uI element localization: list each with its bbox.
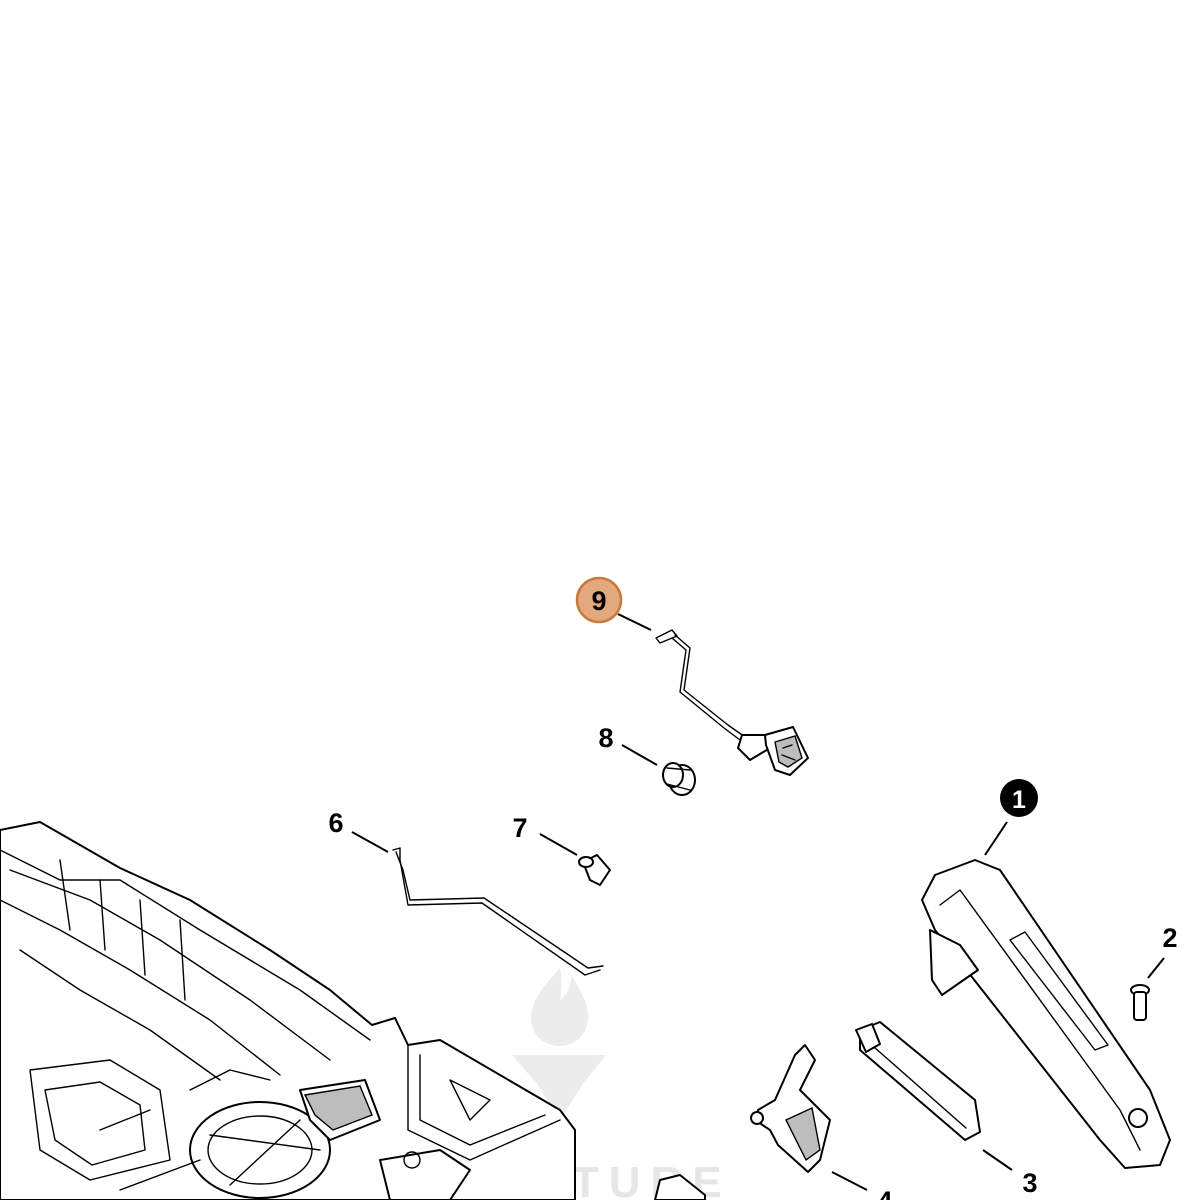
leader-line-6 bbox=[351, 831, 389, 853]
watermark-flame-icon bbox=[531, 968, 589, 1046]
part-9-control-rod bbox=[655, 629, 809, 776]
part-8-bushing bbox=[662, 762, 696, 796]
callout-1[interactable]: 1 bbox=[1000, 779, 1038, 817]
callout-3[interactable]: 3 bbox=[1022, 1168, 1037, 1198]
callout-9-label: 9 bbox=[591, 586, 606, 616]
part-6-rod bbox=[392, 847, 604, 976]
leader-line-4 bbox=[831, 1171, 868, 1191]
leader-line-7 bbox=[539, 833, 578, 856]
leader-line-1 bbox=[984, 821, 1008, 856]
callout-7-label: 7 bbox=[512, 813, 527, 843]
callout-6[interactable]: 6 bbox=[328, 808, 343, 838]
leader-line-3 bbox=[982, 1149, 1013, 1171]
callout-6-label: 6 bbox=[328, 808, 343, 838]
callout-9-highlight bbox=[575, 576, 623, 624]
part-2-bolt bbox=[1130, 984, 1150, 1021]
callout-4[interactable]: 4 bbox=[877, 1186, 892, 1200]
part-3-lever bbox=[855, 1021, 981, 1141]
part-1-rear-handle bbox=[921, 859, 1171, 1169]
callout-3-label: 3 bbox=[1022, 1168, 1037, 1198]
engine-housing bbox=[0, 821, 576, 1200]
leader-line-2 bbox=[1147, 957, 1165, 979]
callout-1-badge bbox=[1000, 779, 1038, 817]
callout-8[interactable]: 8 bbox=[598, 723, 613, 753]
leader-line-9 bbox=[617, 613, 652, 631]
watermark-v-icon bbox=[512, 1055, 606, 1120]
part-7-grommet bbox=[578, 854, 611, 886]
callout-9[interactable]: 9 bbox=[575, 576, 623, 624]
callout-2-label: 2 bbox=[1162, 923, 1177, 953]
callout-8-label: 8 bbox=[598, 723, 613, 753]
callout-4-label: 4 bbox=[877, 1186, 892, 1200]
callout-2[interactable]: 2 bbox=[1162, 923, 1177, 953]
callout-7[interactable]: 7 bbox=[512, 813, 527, 843]
callout-1-label: 1 bbox=[1012, 786, 1026, 814]
leader-line-8 bbox=[621, 744, 658, 766]
part-4-trigger bbox=[654, 1044, 831, 1200]
